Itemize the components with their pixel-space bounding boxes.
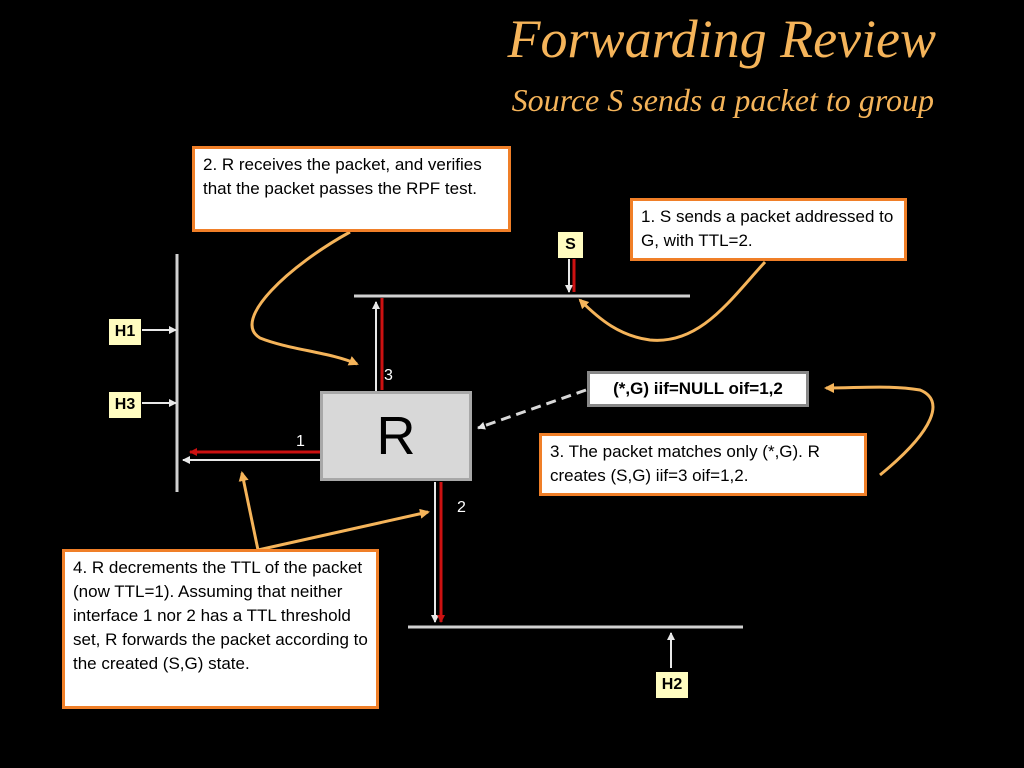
note-step1: 1. S sends a packet addressed to G, with… [630, 198, 907, 261]
host-h1: H1 [108, 318, 142, 346]
interface-1-label: 1 [296, 433, 305, 450]
note-step2: 2. R receives the packet, and verifies t… [192, 146, 511, 232]
state-dashed-link [477, 388, 587, 430]
callout-step1 [578, 260, 767, 342]
state-entry: (*,G) iif=NULL oif=1,2 [587, 371, 809, 407]
host-h3: H3 [108, 391, 142, 419]
callout-step4-if1 [238, 471, 260, 551]
callout-step4-if2 [257, 508, 430, 552]
interface-2-label: 2 [457, 499, 466, 516]
callout-step2 [250, 230, 359, 366]
note-step3: 3. The packet matches only (*,G). R crea… [539, 433, 867, 496]
host-h2: H2 [655, 671, 689, 699]
callout-step3 [824, 382, 935, 477]
note-step4: 4. R decrements the TTL of the packet (n… [62, 549, 379, 709]
slide-title: Forwarding Review [507, 9, 936, 69]
interface-3-label: 3 [384, 367, 393, 384]
slide-subtitle: Source S sends a packet to group [511, 82, 934, 118]
host-s: S [557, 231, 584, 259]
router-r: R [320, 391, 472, 481]
